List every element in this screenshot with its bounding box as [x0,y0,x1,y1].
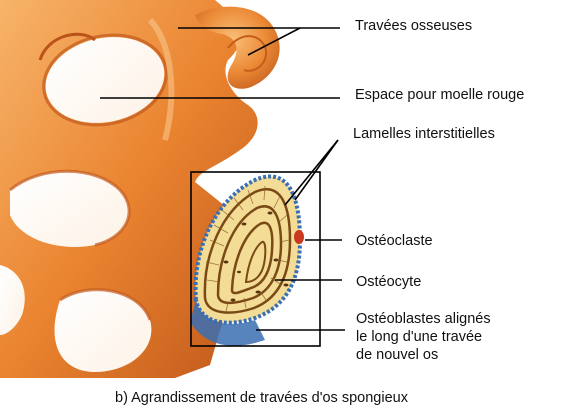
label-lamelles: Lamelles interstitielles [353,125,495,143]
figure-caption: b) Agrandissement de travées d'os spongi… [115,390,408,406]
label-osteoblastes-line1: Ostéoblastes alignés [356,310,491,328]
label-osteoblastes-line3: de nouvel os [356,346,438,364]
label-osteocyte: Ostéocyte [356,273,421,291]
label-travees: Travées osseuses [355,17,472,35]
label-espace: Espace pour moelle rouge [355,86,524,104]
label-osteoblastes-line2: le long d'une travée [356,328,482,346]
label-osteoclaste: Ostéoclaste [356,232,433,250]
osteoclast-cell [294,230,304,244]
